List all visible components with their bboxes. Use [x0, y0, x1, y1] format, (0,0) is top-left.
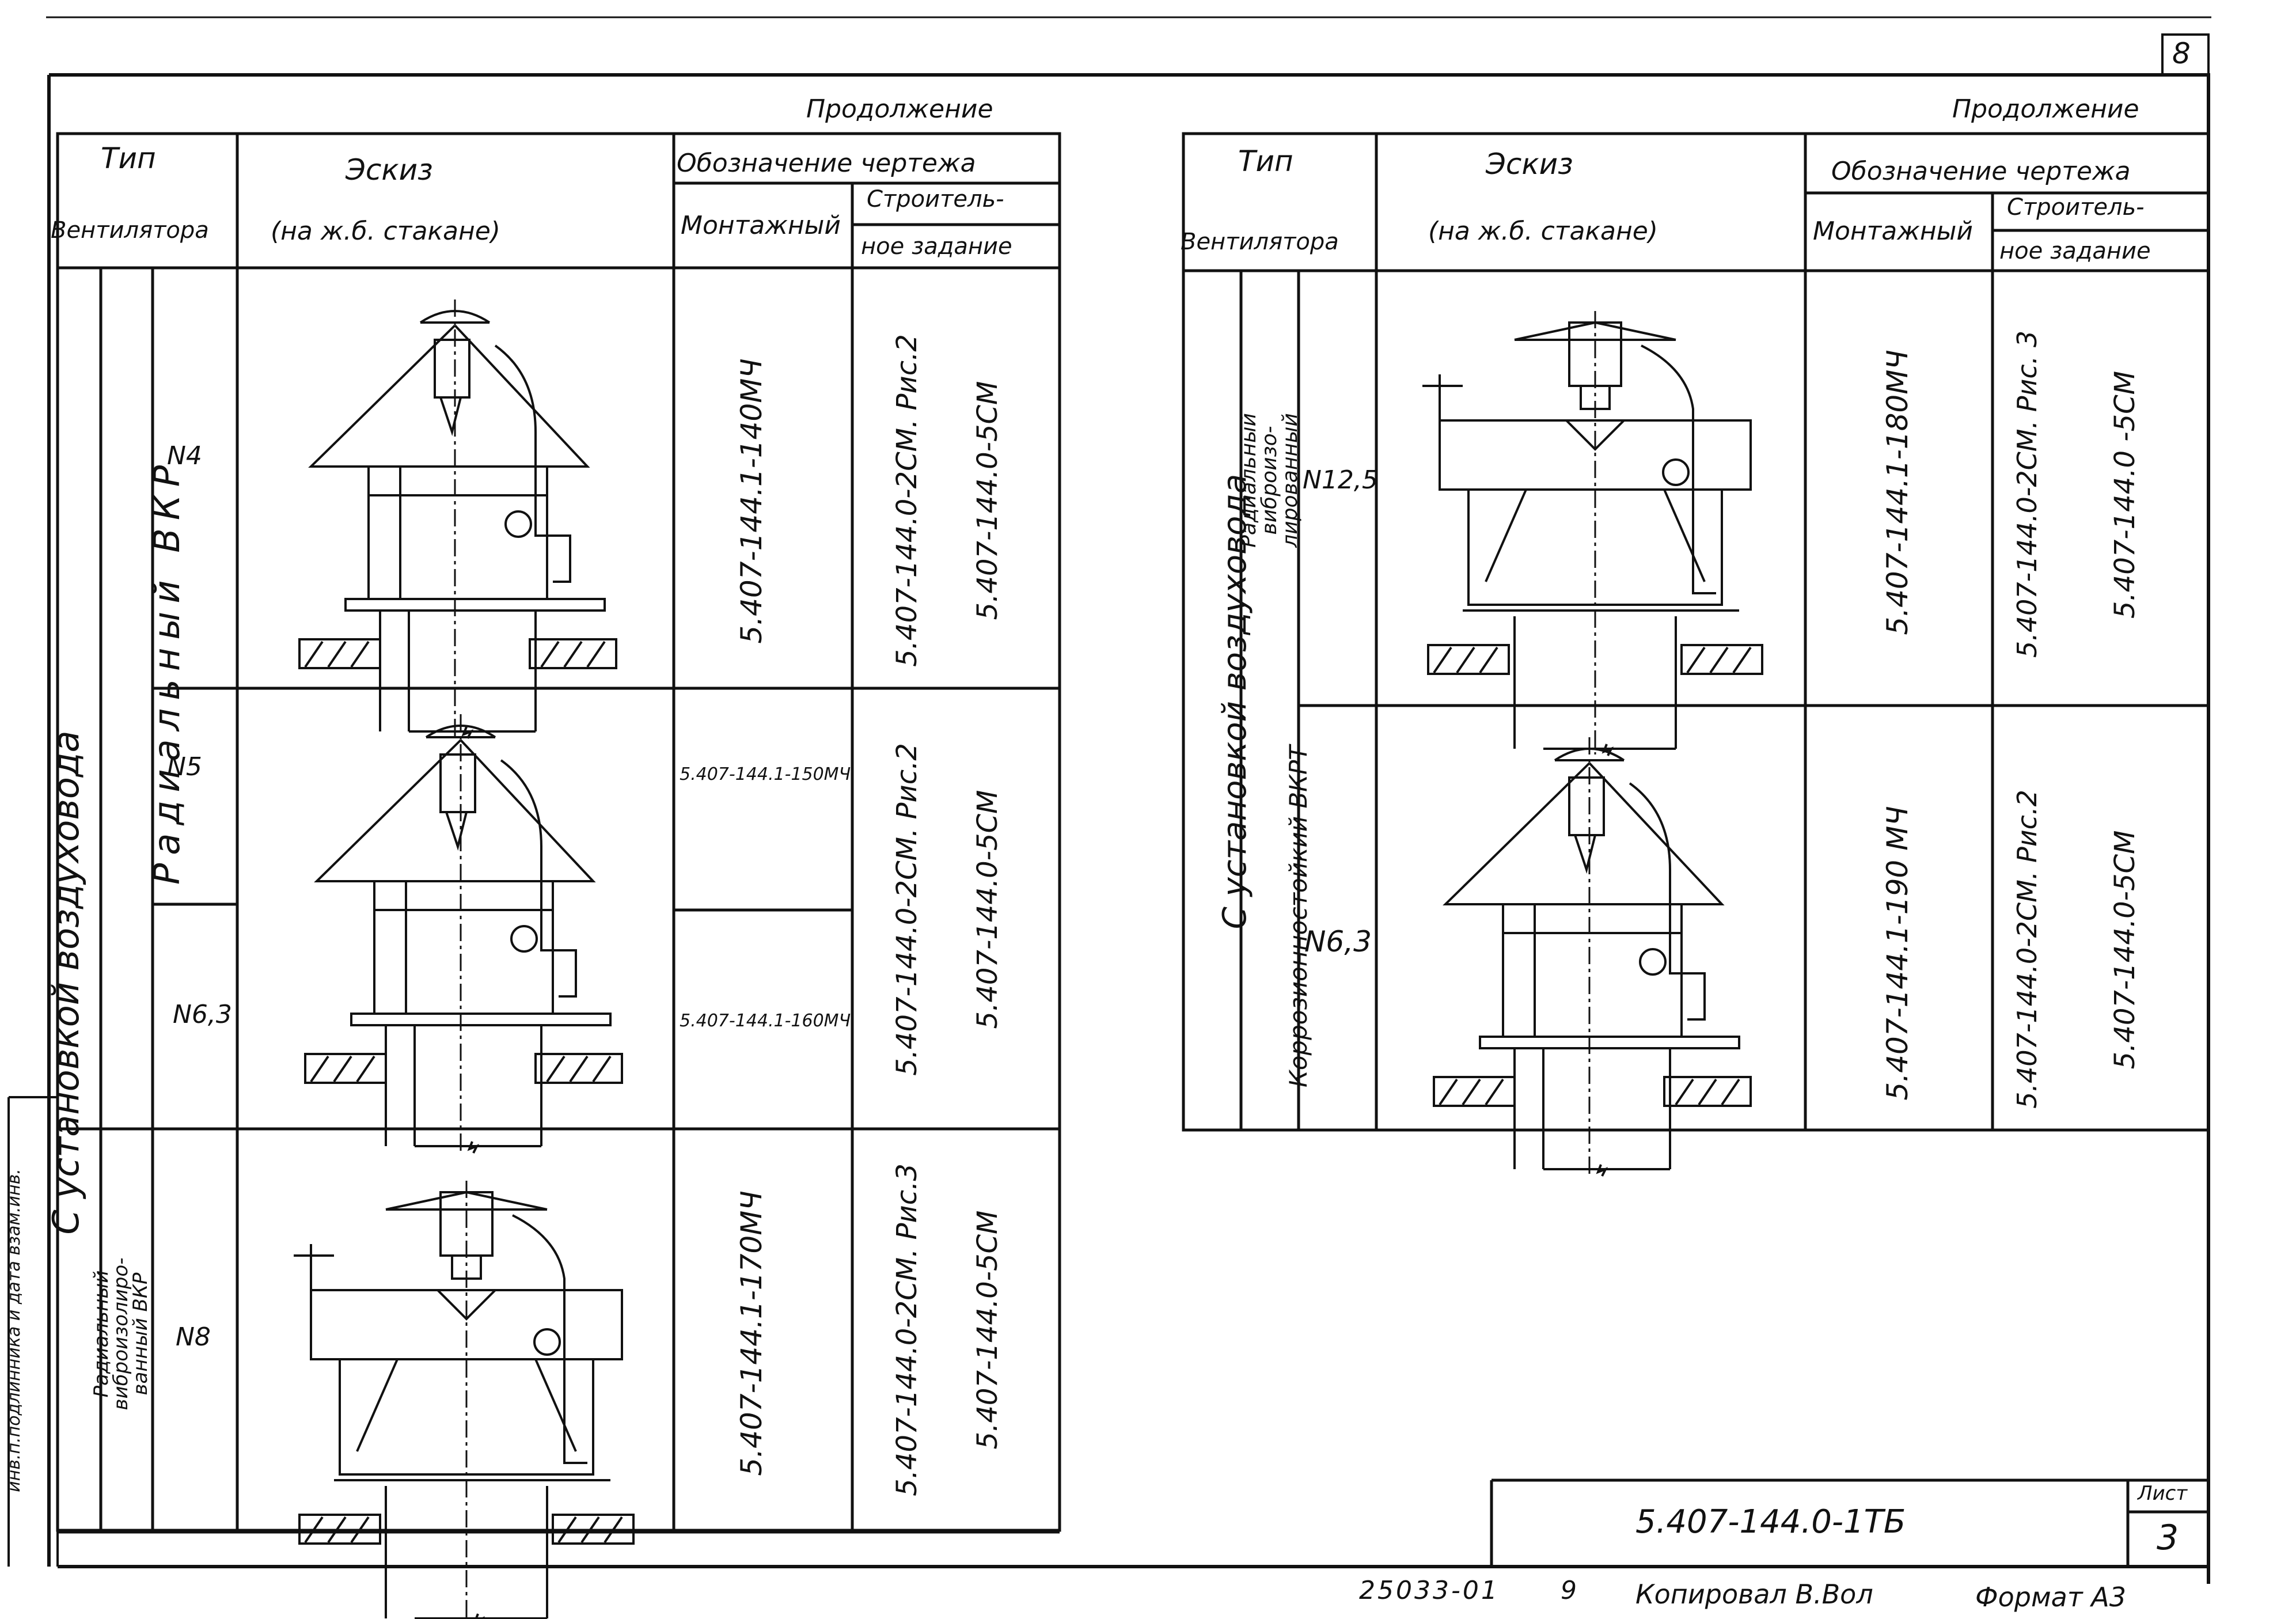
- left-type-header-2: Вентилятора: [51, 217, 209, 244]
- footer-format: Формат А3: [1975, 1582, 2126, 1613]
- sketch-n4: [298, 298, 617, 740]
- right-subgroup-korr: Коррозионностойкий ВКРТ: [1284, 745, 1312, 1087]
- list-number: 3: [2157, 1518, 2179, 1558]
- left-drawing-header: Обозначение чертежа: [677, 149, 976, 178]
- left-sketch-header: Эскиз: [346, 153, 433, 187]
- list-label: Лист: [2138, 1482, 2188, 1505]
- left-row2-building1: 5.407-144.0-2СМ. Рис.2: [891, 743, 923, 1076]
- left-row2-mounting: 5.407-144.1-150МЧ: [680, 764, 851, 784]
- right-building-header-1: Строитель-: [2007, 194, 2145, 221]
- right-mounting-header: Монтажный: [1813, 217, 1973, 246]
- left-row3-mounting: 5.407-144.1-160МЧ: [680, 1011, 851, 1031]
- sketch-n8: [293, 1180, 635, 1619]
- left-building-header-1: Строитель-: [867, 186, 1004, 213]
- sketch-n5: [304, 713, 623, 1154]
- left-row2-building2: 5.407-144.0-5СМ: [971, 790, 1004, 1029]
- left-row2-size: N5: [167, 752, 202, 782]
- right-row1-mounting: 5.407-144.1-180МЧ: [1881, 350, 1914, 635]
- left-subgroup-vkr: Радиальный ВКР: [146, 457, 188, 885]
- right-building-header-2: ное задание: [1999, 238, 2151, 264]
- right-row2-building1: 5.407-144.0-2СМ. Рис.2: [2012, 790, 2043, 1109]
- right-type-header-2: Вентилятора: [1181, 229, 1339, 255]
- left-type-header: Тип: [101, 142, 156, 175]
- right-type-header: Тип: [1238, 145, 1293, 178]
- right-continuation: Продолжение: [1952, 94, 2139, 124]
- right-row2-size: N6,3: [1304, 925, 1372, 958]
- page-number: 8: [2172, 37, 2191, 70]
- right-drawing-header: Обозначение чертежа: [1831, 157, 2131, 186]
- footer-num: 9: [1561, 1576, 1577, 1605]
- right-row2-mounting: 5.407-144.1-190 МЧ: [1881, 806, 1914, 1101]
- left-mounting-header: Монтажный: [681, 211, 841, 240]
- right-row1-building2: 5.407-144.0 -5СМ: [2109, 370, 2141, 619]
- sketch-n12-5: [1421, 310, 1763, 757]
- right-row1-size: N12,5: [1303, 465, 1378, 495]
- sketch-n6-3-vkrt: [1433, 736, 1752, 1177]
- left-row1-mounting: 5.407-144.1-140МЧ: [735, 358, 768, 644]
- right-sketch-header-2: (на ж.б. стакане): [1428, 217, 1658, 246]
- left-row1-building1: 5.407-144.0-2СМ. Рис.2: [891, 334, 923, 667]
- doc-code: 5.407-144.0-1ТБ: [1635, 1503, 1906, 1541]
- left-row1-size: N4: [167, 441, 202, 471]
- right-row2-building2: 5.407-144.0-5СМ: [2109, 830, 2141, 1070]
- left-row4-mounting: 5.407-144.1-170МЧ: [735, 1190, 768, 1476]
- left-building-header-2: ное задание: [861, 233, 1012, 260]
- left-sketch-header-2: (на ж.б. стакане): [271, 217, 500, 246]
- left-continuation: Продолжение: [806, 94, 993, 124]
- left-group-label: С установкой воздуховода: [45, 730, 87, 1235]
- margin-vertical-text: инв.п.подлинника и дата взам.инв.: [4, 1169, 24, 1492]
- left-row1-building2: 5.407-144.0-5СМ: [971, 381, 1004, 620]
- right-sketch-header: Эскиз: [1486, 147, 1573, 181]
- footer-copied: Копировал В.Вол: [1635, 1579, 1873, 1610]
- left-row4-building2: 5.407-144.0-5СМ: [971, 1210, 1004, 1450]
- right-row1-building1: 5.407-144.0-2СМ. Рис. 3: [2012, 330, 2043, 658]
- footer-code: 25033-01: [1359, 1576, 1500, 1605]
- left-row3-size: N6,3: [173, 1000, 232, 1029]
- left-row4-size: N8: [176, 1322, 211, 1352]
- left-subgroup-vibro: Радиальный виброизолиро- ванный ВКР: [90, 1257, 152, 1411]
- right-subgroup-vibro: Радиальный виброизо- лированный: [1237, 413, 1302, 548]
- left-row4-building1: 5.407-144.0-2СМ. Рис.3: [891, 1163, 923, 1496]
